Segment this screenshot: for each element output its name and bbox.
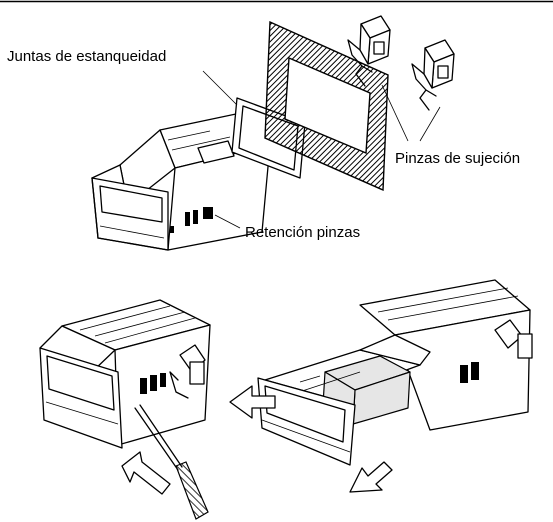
gaskets-leader — [202, 70, 238, 106]
exploded-view: Juntas de estanqueidad Pinzas de sujeció… — [7, 15, 520, 251]
clip-retention-label: Retención pinzas — [245, 224, 360, 241]
pull-arrow-left — [229, 385, 276, 419]
retention-slot — [185, 212, 190, 226]
retention-leader — [214, 214, 241, 229]
push-arrow — [121, 451, 171, 495]
front-bezel-top — [91, 164, 169, 251]
pull-arrow-down — [349, 461, 393, 493]
clip-release-view — [39, 299, 211, 520]
clips-label: Pinzas de sujeción — [395, 150, 520, 167]
clips-leader-2 — [419, 106, 441, 142]
clip-1 — [347, 15, 391, 87]
panel-cutout — [264, 20, 389, 192]
clip-2 — [411, 39, 455, 111]
clips-leader-1 — [381, 84, 409, 142]
extraction-view — [229, 279, 533, 493]
gaskets-label: Juntas de estanqueidad — [7, 48, 166, 65]
